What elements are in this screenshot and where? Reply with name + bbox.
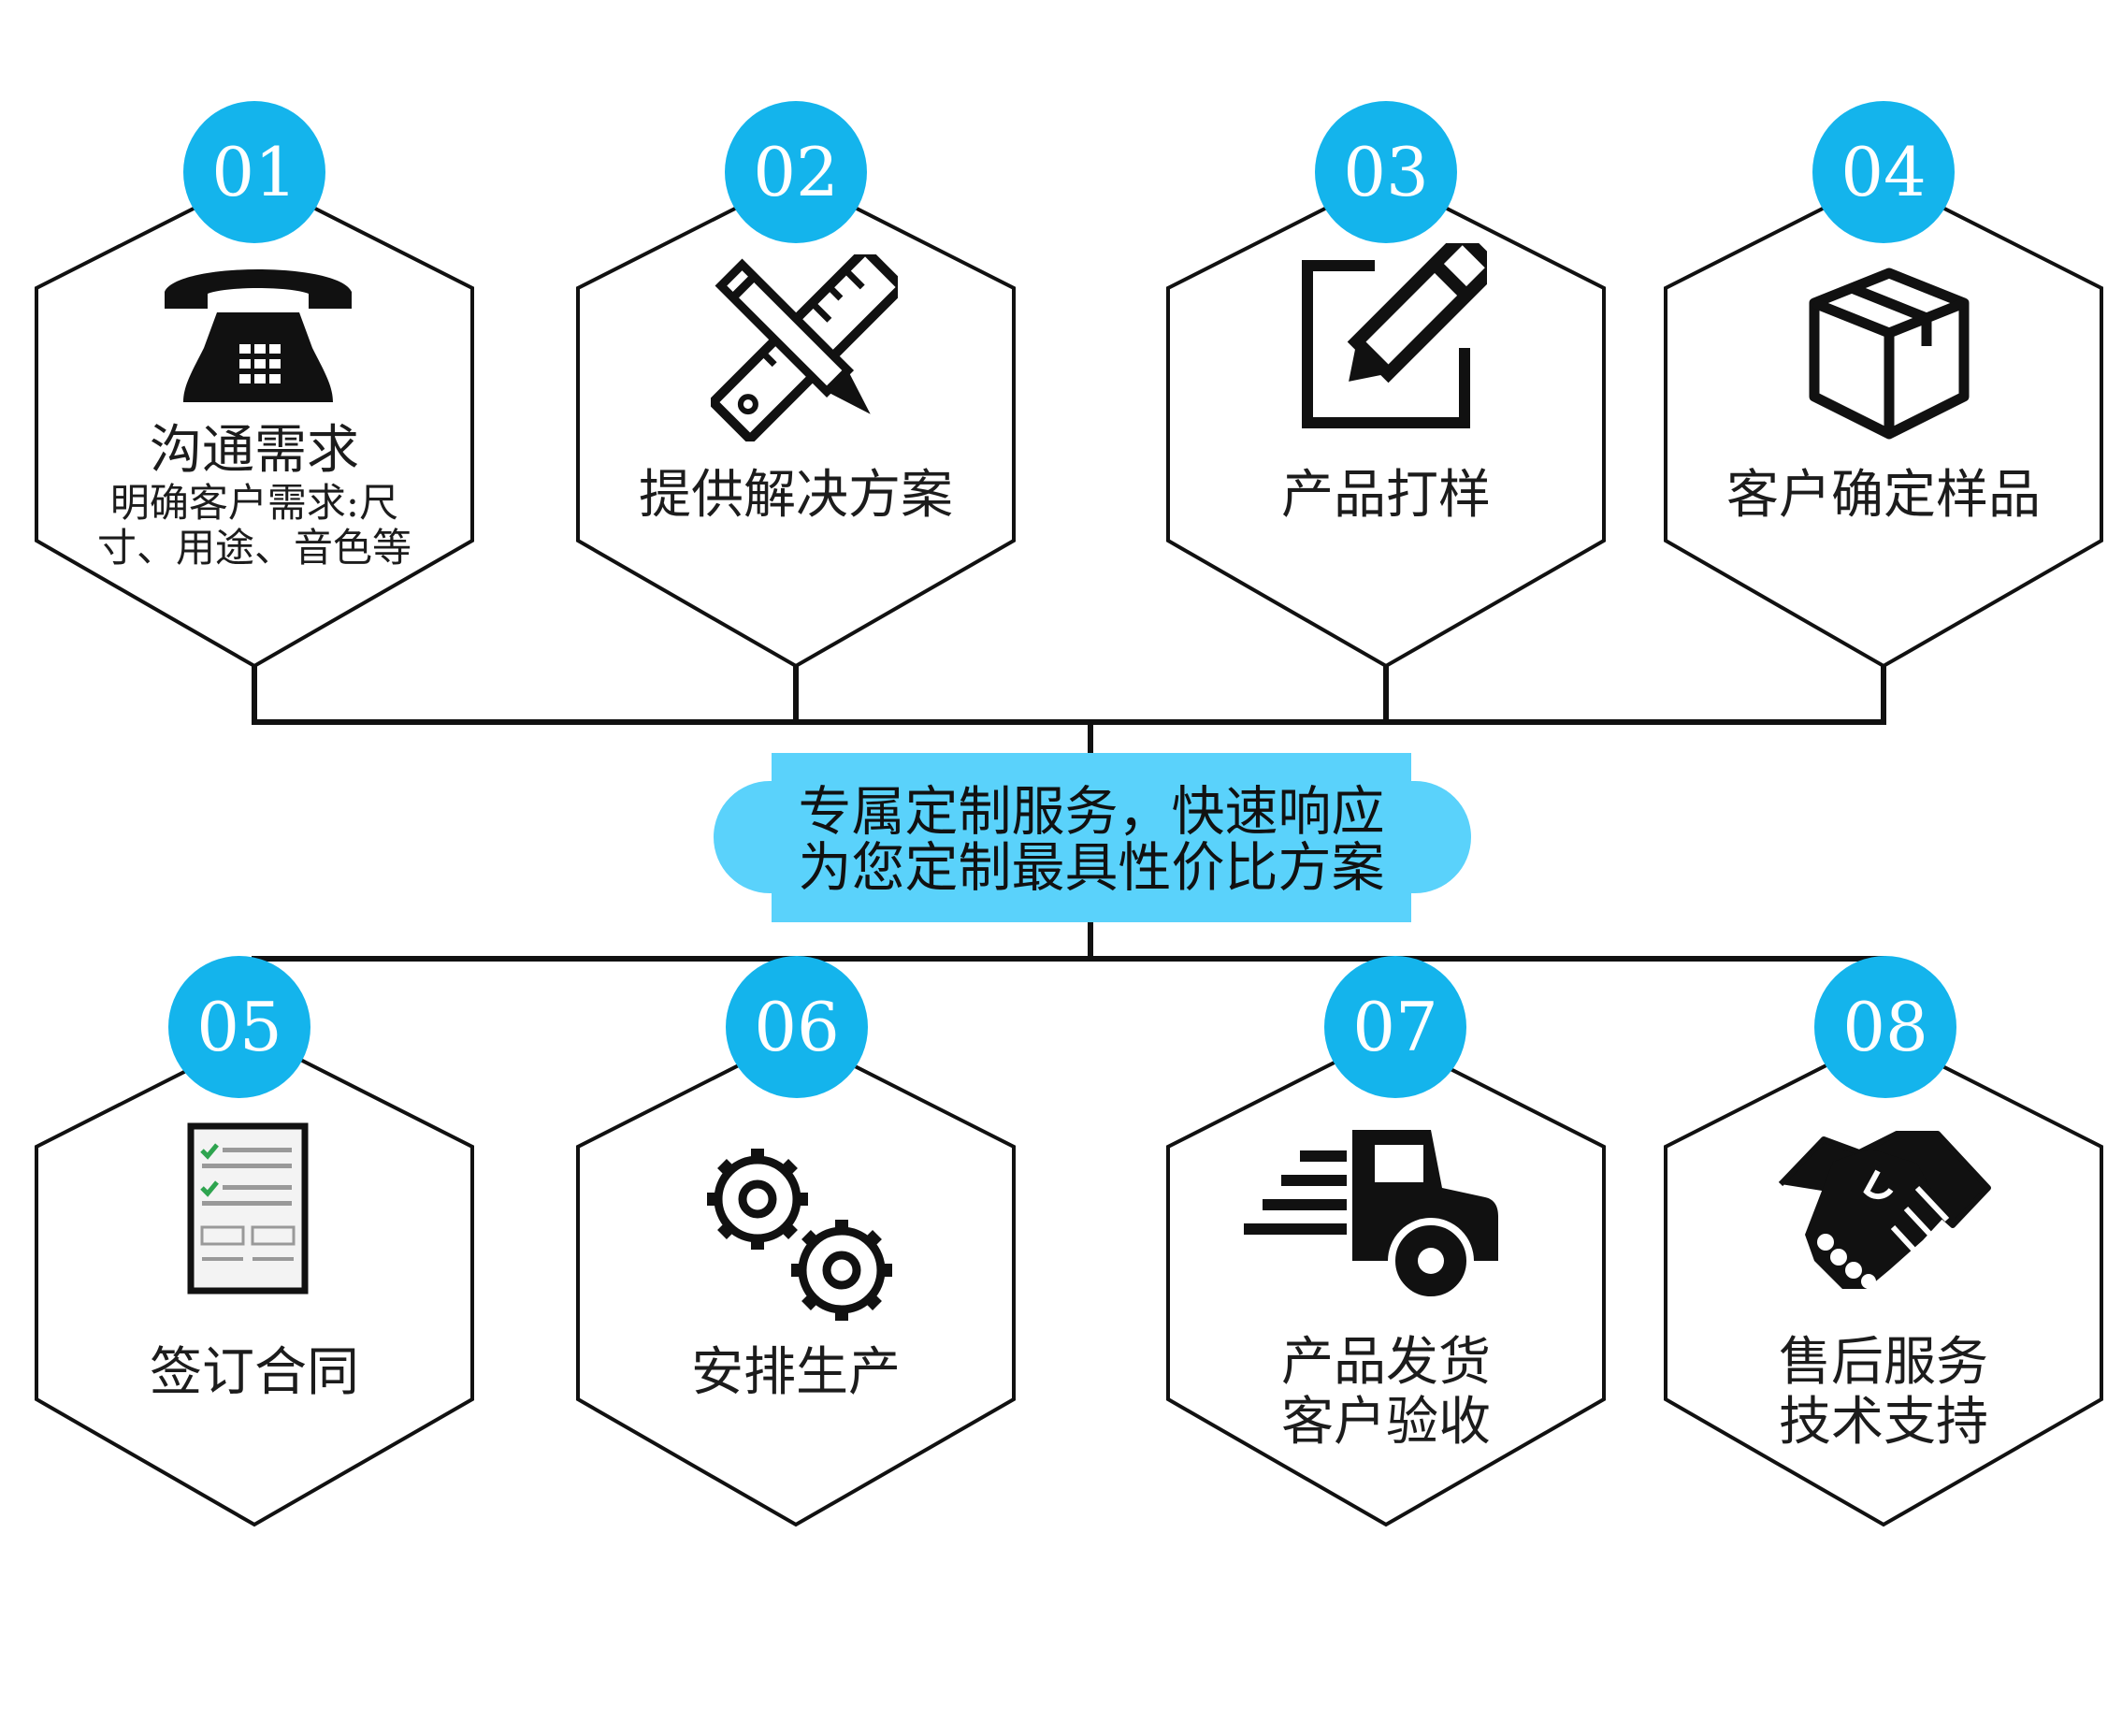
handshake-icon: [1778, 1131, 1991, 1289]
pencil-ruler-icon: [711, 254, 898, 441]
step-title-05: 签订合同: [150, 1342, 359, 1403]
step-badge-07: 07: [1324, 956, 1466, 1098]
step-label-02: 提供解决方案: [608, 466, 984, 526]
step-label-08: 售后服务 技术支持: [1696, 1333, 2071, 1453]
step-desc-01-line-1: 明确客户需求:尺: [109, 480, 399, 526]
edit-icon: [1302, 243, 1487, 428]
step-label-05: 签订合同: [66, 1343, 442, 1403]
gears-icon: [707, 1149, 892, 1321]
step-title-04: 客户确定样品: [1726, 465, 2041, 526]
step-title-08-line-1: 售后服务: [1779, 1332, 1988, 1393]
step-desc-01-line-2: 寸、用途、音色等: [96, 525, 411, 571]
step-badge-05: 05: [168, 956, 310, 1098]
step-title-06: 安排生产: [691, 1342, 901, 1403]
step-title-01: 沟通需求: [150, 420, 359, 481]
step-badge-04: 04: [1812, 101, 1955, 243]
step-badge-06: 06: [726, 956, 868, 1098]
hexagon-06: [576, 1034, 1016, 1527]
hexagon-07: [1166, 1034, 1606, 1527]
delivery-truck-icon: [1244, 1130, 1498, 1300]
step-label-03: 产品打样: [1198, 466, 1574, 526]
step-label-04: 客户确定样品: [1696, 466, 2071, 526]
step-badge-03: 03: [1315, 101, 1457, 243]
step-title-03: 产品打样: [1281, 465, 1491, 526]
step-label-06: 安排生产: [608, 1343, 984, 1403]
step-title-08-line-2: 技术支持: [1779, 1392, 1988, 1453]
step-badge-02: 02: [725, 101, 867, 243]
step-title-07-line-1: 产品发货: [1281, 1332, 1491, 1393]
center-message: 专属定制服务，快速响应 为您定制最具性价比方案: [772, 784, 1411, 896]
step-badge-08: 08: [1814, 956, 1956, 1098]
hexagon-08: [1664, 1034, 2103, 1527]
center-message-box: [772, 753, 1411, 922]
step-label-07: 产品发货 客户验收: [1198, 1333, 1574, 1453]
box-icon: [1809, 268, 1970, 440]
center-line-2: 为您定制最具性价比方案: [798, 837, 1385, 899]
step-title-07-line-2: 客户验收: [1281, 1392, 1491, 1453]
hexagon-05: [35, 1034, 474, 1527]
step-label-01: 沟通需求 明确客户需求:尺 寸、用途、音色等: [67, 421, 441, 571]
telephone-icon: [165, 269, 352, 402]
step-title-02: 提供解决方案: [639, 465, 953, 526]
step-badge-01: 01: [183, 101, 325, 243]
center-line-1: 专属定制服务，快速响应: [798, 781, 1385, 843]
contract-checklist-icon: [187, 1122, 309, 1295]
